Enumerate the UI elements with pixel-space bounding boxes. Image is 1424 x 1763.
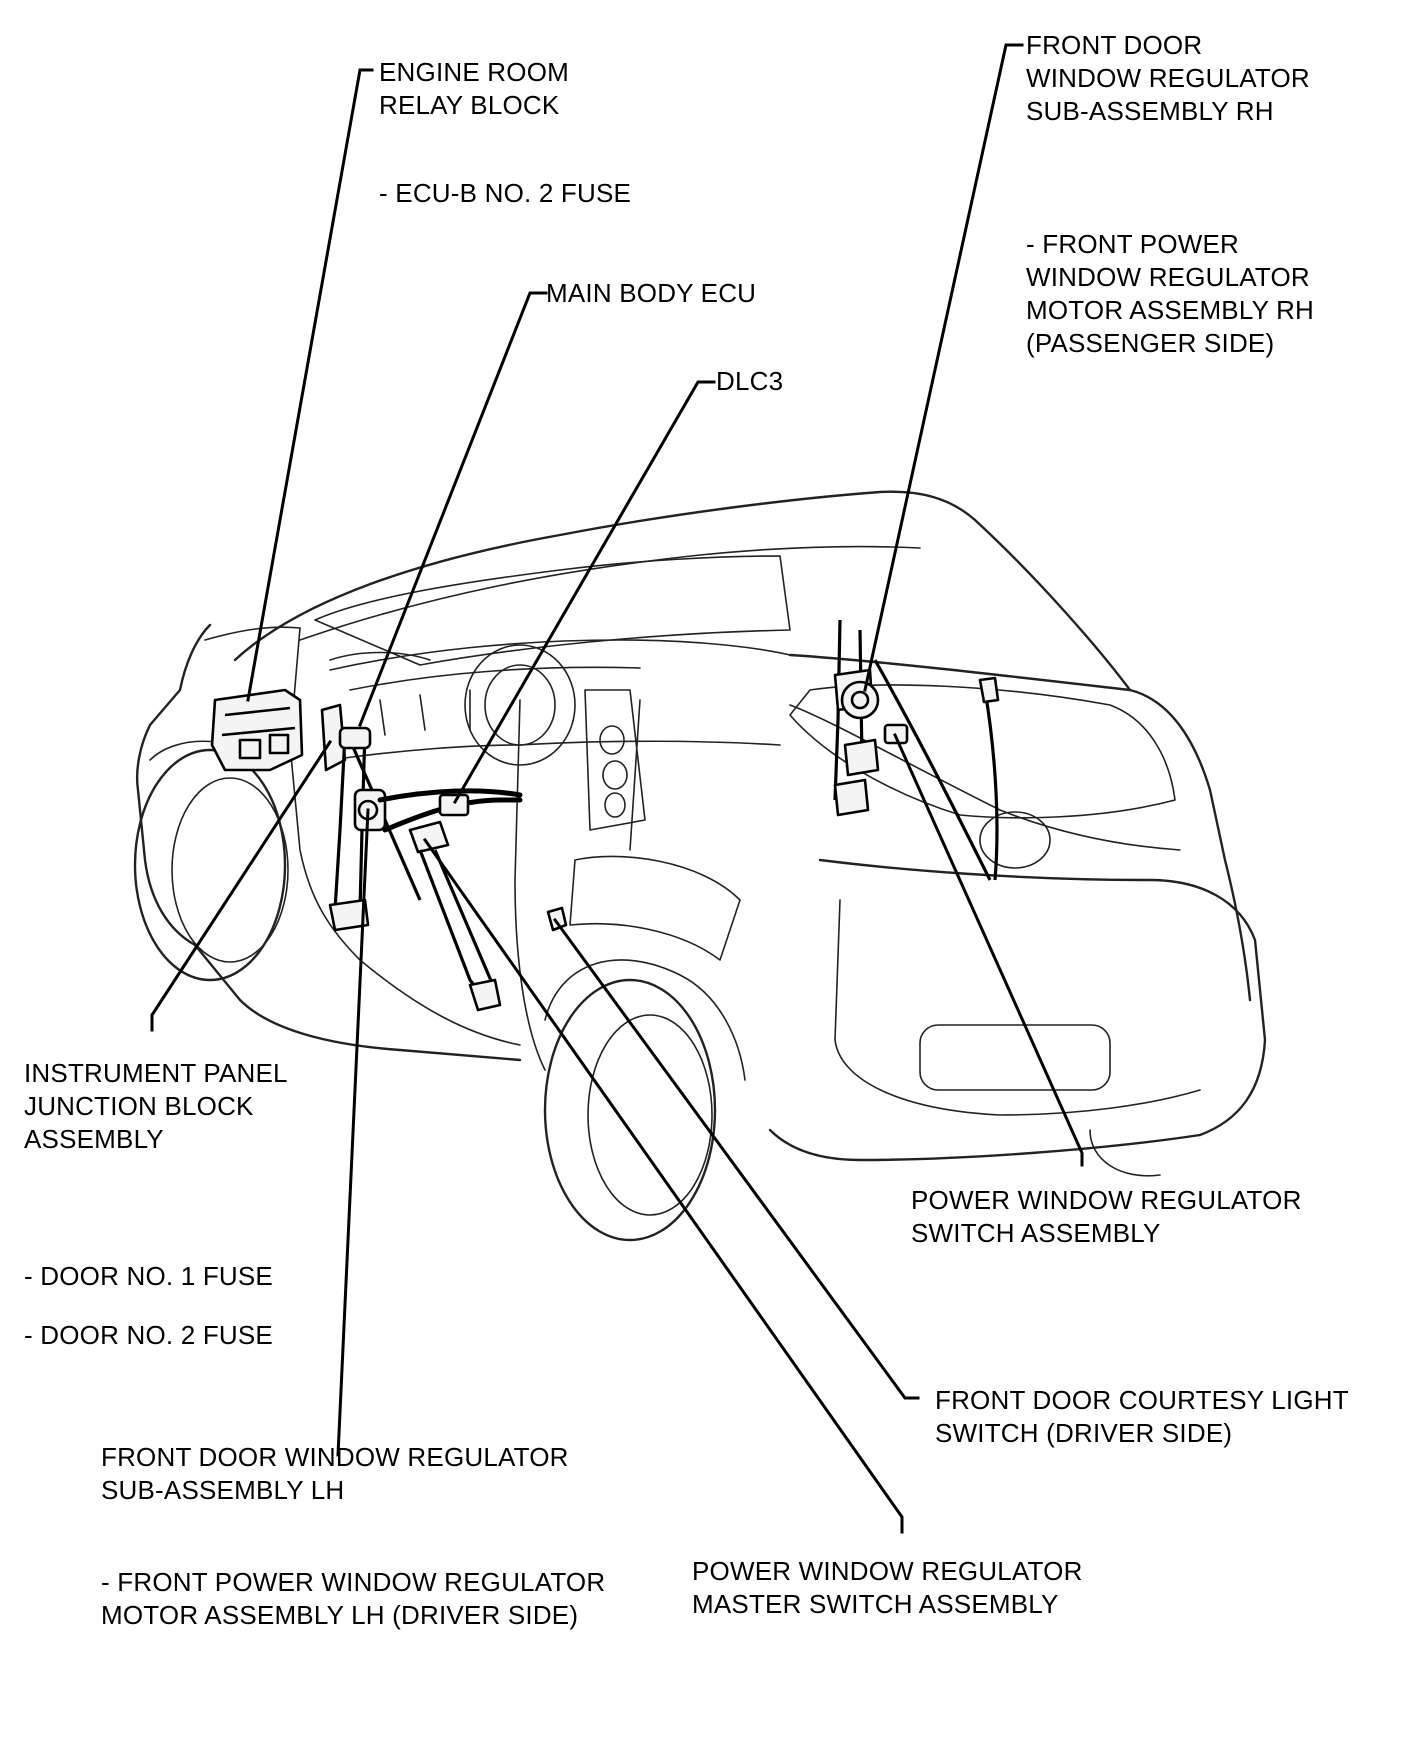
label-front-door-regulator-lh: FRONT DOOR WINDOW REGULATOR SUB-ASSEMBLY…: [101, 1442, 569, 1505]
engine-room-relay-block-part: [210, 688, 304, 772]
courtesy-switch-part: [546, 906, 568, 932]
label-door-fuse-2: - DOOR NO. 2 FUSE: [24, 1320, 273, 1350]
label-instrument-panel-jb: INSTRUMENT PANEL JUNCTION BLOCK ASSEMBLY: [24, 1058, 288, 1154]
leader-main-body-ecu: [358, 291, 548, 727]
label-master-switch: POWER WINDOW REGULATOR MASTER SWITCH ASS…: [692, 1556, 1083, 1619]
leader-master-switch: [422, 837, 904, 1534]
label-front-door-regulator-rh: FRONT DOOR WINDOW REGULATOR SUB-ASSEMBLY…: [1026, 30, 1310, 126]
leader-power-window-switch: [893, 733, 1084, 1167]
label-courtesy-switch: FRONT DOOR COURTESY LIGHT SWITCH (DRIVER…: [935, 1385, 1349, 1448]
label-power-window-switch: POWER WINDOW REGULATOR SWITCH ASSEMBLY: [911, 1185, 1302, 1248]
label-motor-rh: - FRONT POWER WINDOW REGULATOR MOTOR ASS…: [1026, 229, 1315, 358]
label-dlc3: DLC3: [716, 366, 784, 396]
leader-front-door-regulator-rh: [863, 43, 1024, 692]
front-door-regulator-lh-part: [328, 726, 422, 932]
front-door-regulator-rh-part: [833, 619, 1000, 881]
label-ecu-b-fuse: - ECU-B NO. 2 FUSE: [379, 178, 632, 208]
components: [210, 619, 1000, 1012]
label-motor-lh: - FRONT POWER WINDOW REGULATOR MOTOR ASS…: [101, 1567, 606, 1630]
label-main-body-ecu: MAIN BODY ECU: [546, 278, 757, 308]
label-door-fuse-1: - DOOR NO. 1 FUSE: [24, 1261, 273, 1291]
leader-courtesy-switch: [552, 917, 920, 1400]
label-engine-room-relay-block: ENGINE ROOM RELAY BLOCK: [379, 57, 569, 120]
dlc3-part: [377, 788, 523, 833]
leader-dlc3: [452, 380, 716, 805]
leader-front-door-regulator-lh: [336, 808, 370, 1457]
leader-engine-room-relay-block: [246, 68, 374, 702]
leader-instrument-panel-jb: [150, 739, 333, 1032]
vehicle-outline: [133, 490, 1267, 1242]
master-switch-part: [408, 820, 502, 1012]
leader-lines: [150, 43, 1084, 1534]
